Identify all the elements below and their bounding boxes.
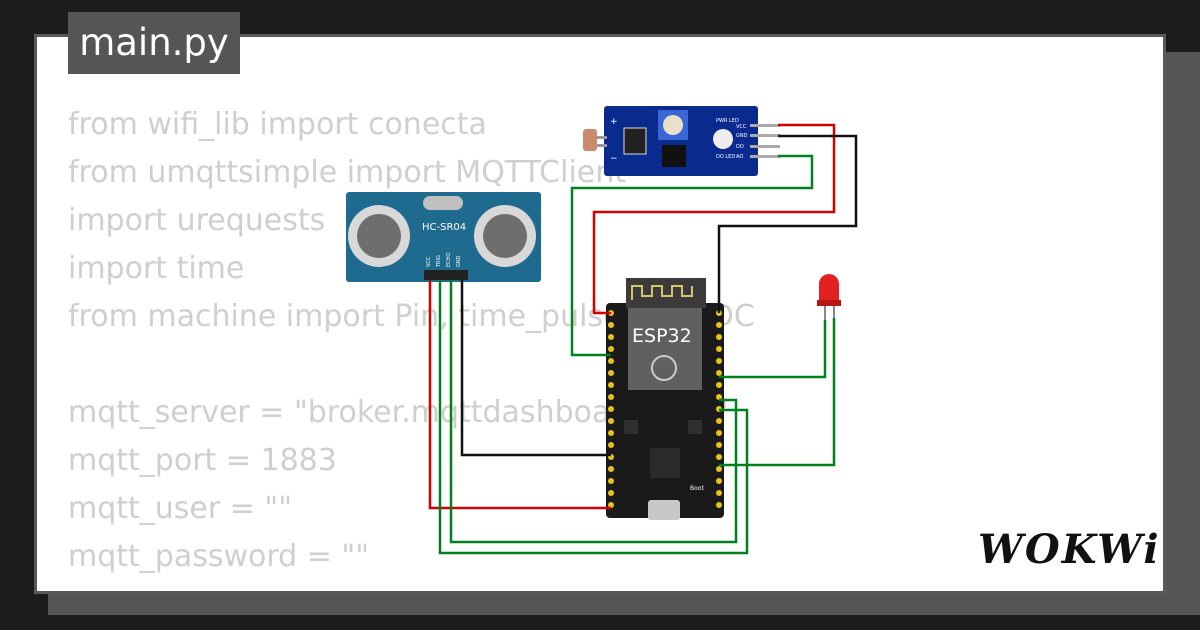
pin-label-vcc: VCC xyxy=(426,256,432,267)
pin-label-echo: ECHO xyxy=(446,253,452,267)
hc-sr04-label: HC-SR04 xyxy=(422,222,466,233)
file-tab-main-py[interactable]: main.py xyxy=(68,12,240,74)
wokwi-logo: WOKWi xyxy=(978,526,1161,573)
code-line: from wifi_lib import conecta xyxy=(68,107,487,142)
pin-label-trig: TRIG xyxy=(436,255,442,268)
code-line: import urequests xyxy=(68,203,326,238)
red-led[interactable] xyxy=(817,274,841,320)
photoresistor-icon xyxy=(583,129,597,151)
code-line: mqtt_user = "" xyxy=(68,491,293,526)
esp32-pin-headers xyxy=(608,310,722,508)
do-led-label: DO LED xyxy=(716,154,735,160)
boot-label: Boot xyxy=(690,485,704,492)
usb-port-icon xyxy=(648,500,680,520)
espressif-logo-icon xyxy=(651,355,677,381)
ldr-sensor-module[interactable]: + − PWR LED DO LED VCC GND DO AO xyxy=(583,106,780,176)
pwr-led-label: PWR LED xyxy=(716,118,739,124)
pin-label-ao: AO xyxy=(736,154,743,160)
esp32-board[interactable]: ESP32 Boot xyxy=(606,278,724,520)
pin-label-gnd: GND xyxy=(736,133,748,139)
code-line: from umqttsimple import MQTTClient xyxy=(68,155,627,190)
hc-sr04-sensor[interactable]: HC-SR04 VCC TRIG ECHO GND xyxy=(346,192,541,282)
code-line: mqtt_client_id = "client_id_NoCoFAGih6q" xyxy=(68,581,755,591)
wires xyxy=(428,123,858,555)
pin-label-vcc: VCC xyxy=(736,124,747,130)
led-indicator-icon xyxy=(713,129,733,149)
minus-label: − xyxy=(610,154,618,164)
pin-label-gnd: GND xyxy=(456,255,462,267)
code-line: mqtt_password = "" xyxy=(68,539,370,574)
code-line: import time xyxy=(68,251,245,286)
pin-label-do: DO xyxy=(736,144,744,150)
plus-label: + xyxy=(610,117,618,127)
code-line: mqtt_port = 1883 xyxy=(68,443,337,478)
esp32-label: ESP32 xyxy=(632,325,692,347)
